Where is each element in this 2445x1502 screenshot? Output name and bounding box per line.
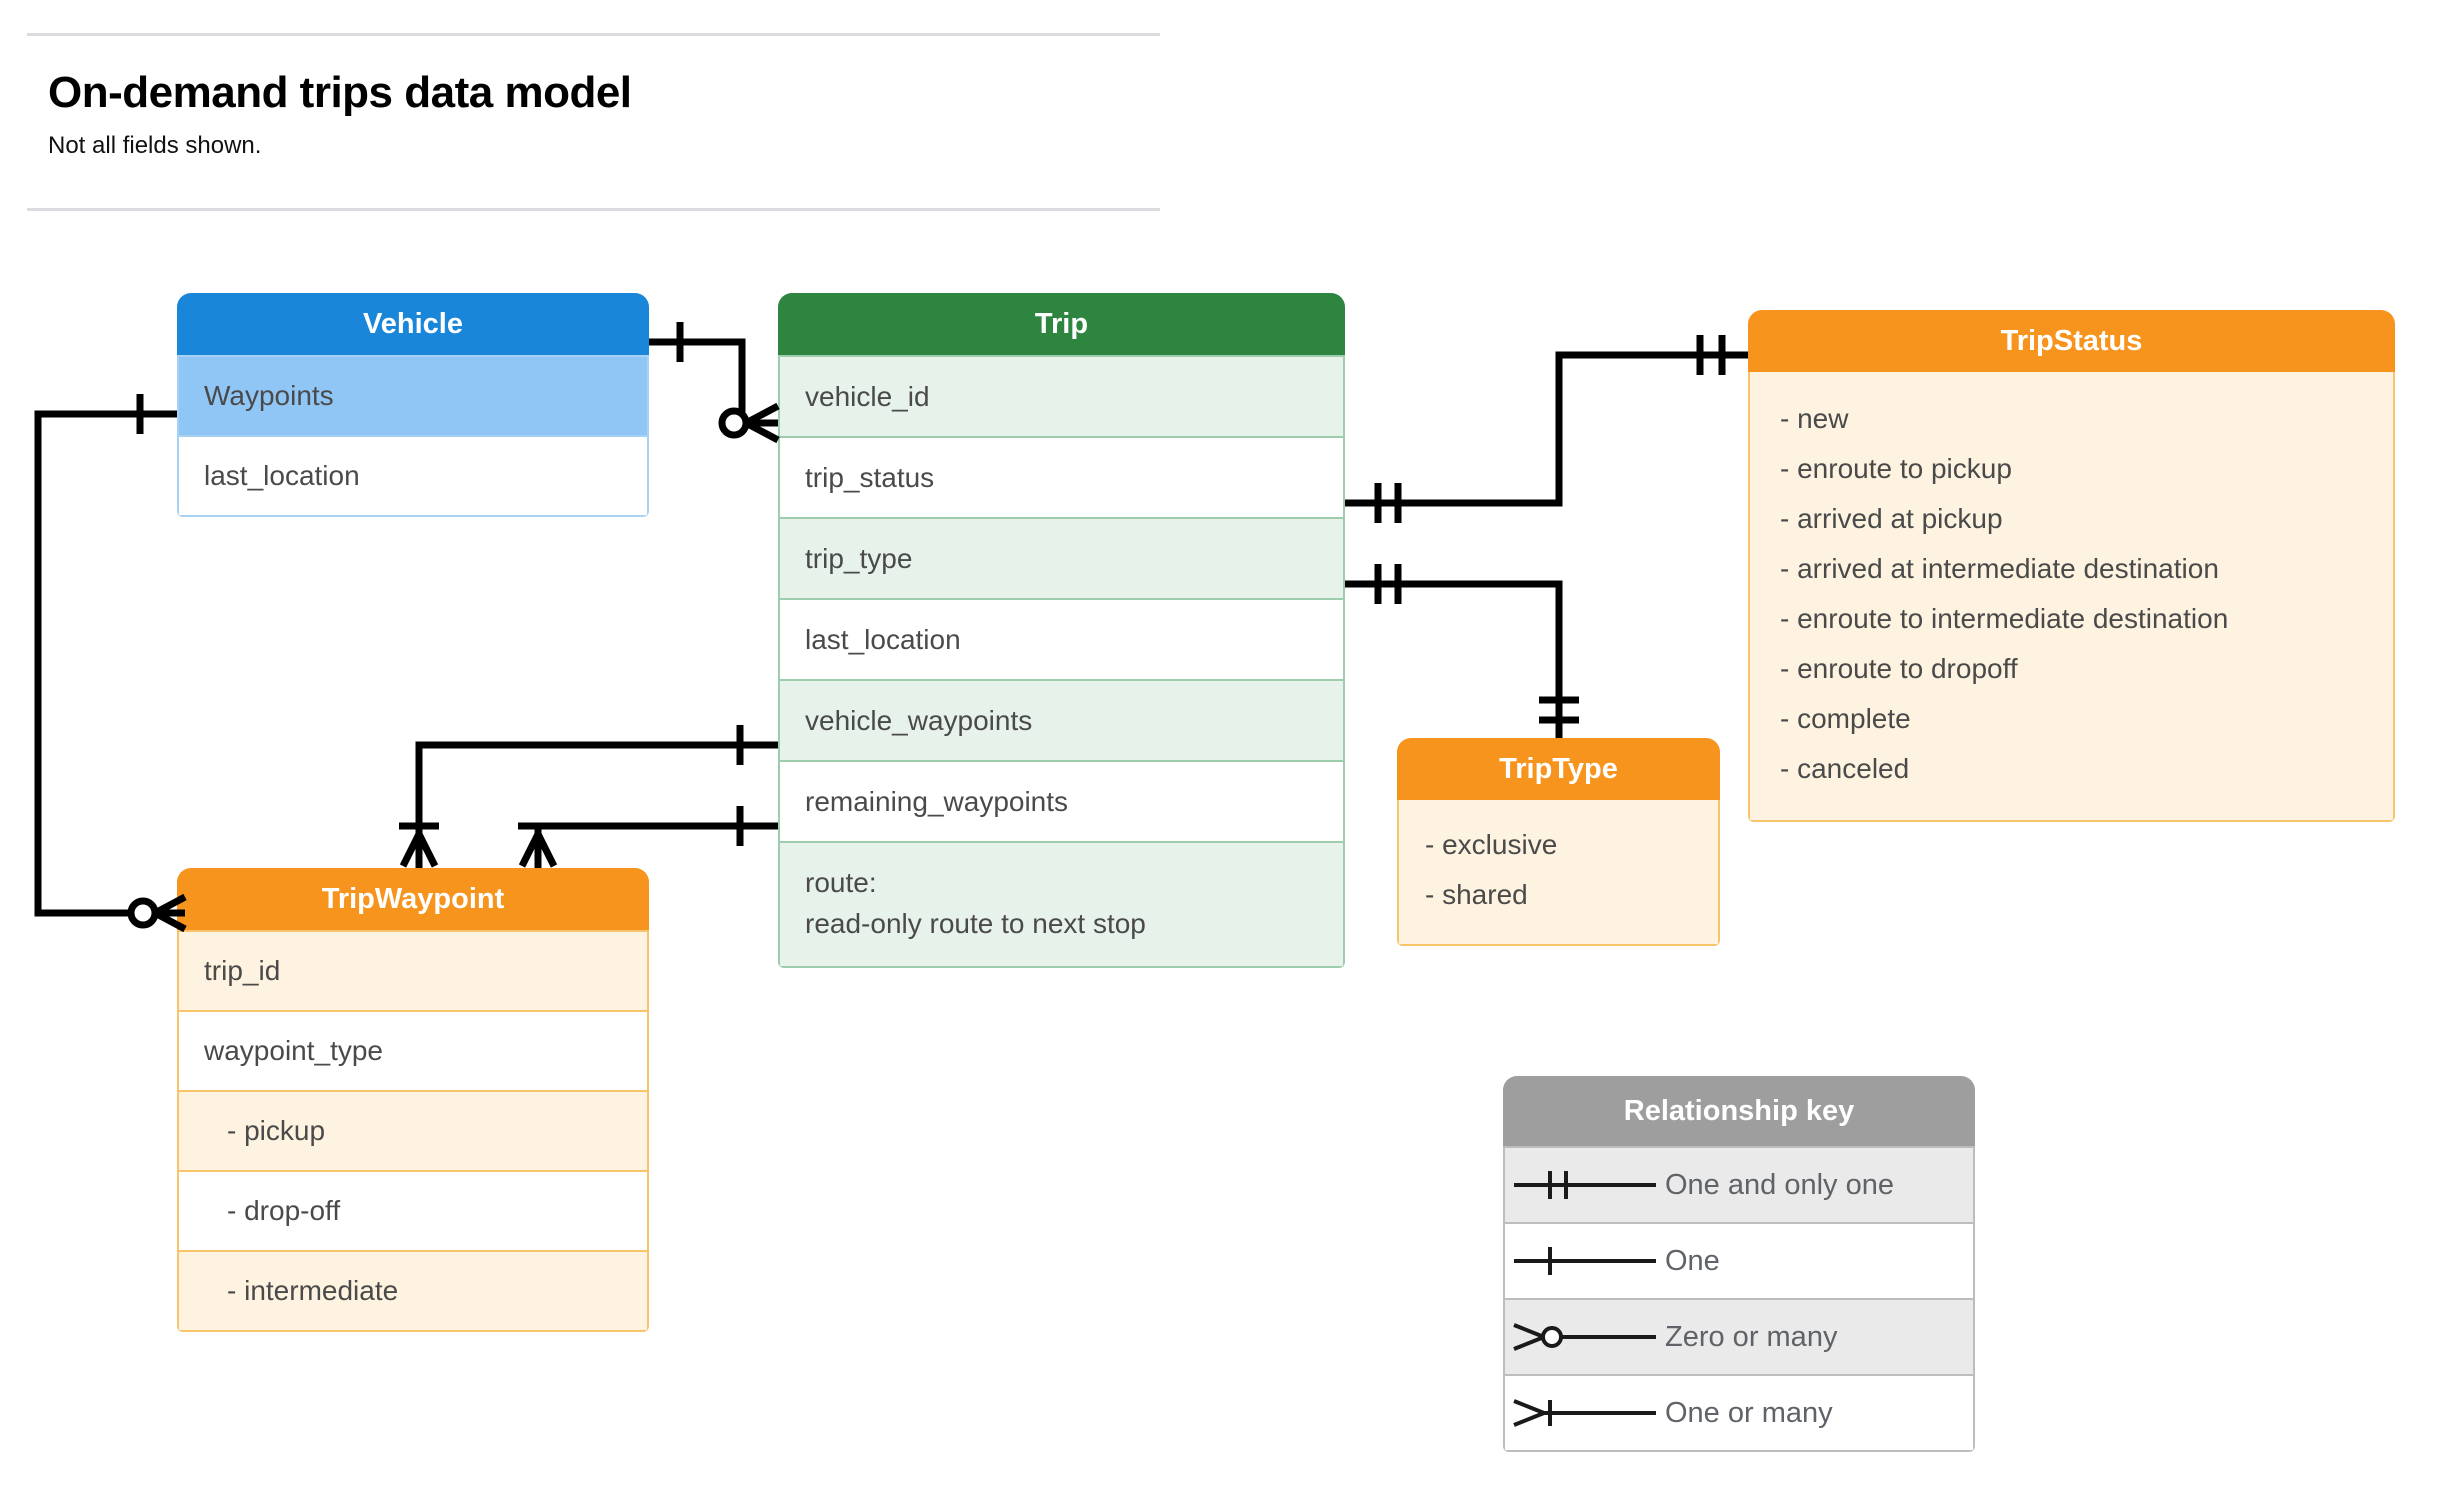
page-title: On-demand trips data model (48, 68, 632, 117)
field-label: waypoint_type (204, 1035, 384, 1066)
entity-tripwaypoint-body: trip_id waypoint_type - pickup - drop-of… (177, 930, 649, 1332)
field-label: trip_status (805, 461, 935, 493)
entity-tripstatus-body: - new - enroute to pickup - arrived at p… (1748, 372, 2395, 822)
entity-vehicle: Vehicle Waypoints last_location (177, 293, 649, 517)
header-divider-top (27, 33, 1160, 36)
one-and-only-one-icon (1505, 1165, 1665, 1205)
field-tripwaypoint-waypoint-type: waypoint_type (179, 1010, 647, 1090)
entity-vehicle-title: Vehicle (177, 293, 649, 355)
enum-tripstatus-arrived-at-pickup: - arrived at pickup (1780, 503, 2003, 534)
entity-triptype: TripType - exclusive - shared (1397, 738, 1720, 946)
enum-tripstatus-canceled: - canceled (1780, 753, 1910, 784)
entity-tripstatus: TripStatus - new - enroute to pickup - a… (1748, 310, 2395, 822)
legend-label: One and only one (1665, 1168, 1894, 1201)
field-vehicle-last-location: last_location (179, 435, 647, 515)
entity-triptype-title: TripType (1397, 738, 1720, 800)
field-trip-remaining-waypoints: remaining_waypoints (780, 760, 1343, 841)
field-label: vehicle_waypoints (805, 704, 1033, 736)
entity-trip: Trip vehicle_id trip_status trip_type la… (778, 293, 1345, 969)
enum-tripstatus-enroute-to-dropoff: - enroute to dropoff (1780, 653, 2018, 684)
field-label: last_location (204, 460, 360, 491)
entity-vehicle-body: Waypoints last_location (177, 355, 649, 517)
entity-tripwaypoint: TripWaypoint trip_id waypoint_type - pic… (177, 868, 649, 1332)
legend-row-zero-or-many: Zero or many (1505, 1298, 1973, 1374)
legend-row-one-or-many: One or many (1505, 1374, 1973, 1450)
field-label: vehicle_id (805, 380, 930, 412)
one-or-many-icon (1505, 1393, 1665, 1433)
page-subtitle: Not all fields shown. (48, 132, 262, 159)
field-label: last_location (805, 623, 961, 655)
field-label: trip_id (204, 955, 281, 986)
entity-trip-body: vehicle_id trip_status trip_type last_lo… (778, 355, 1345, 969)
header-divider-bottom (27, 208, 1160, 211)
legend-body: One and only one One (1503, 1146, 1975, 1452)
enum-label: - drop-off (227, 1195, 341, 1226)
field-trip-last-location: last_location (780, 598, 1343, 679)
field-label: route: (805, 867, 877, 898)
field-label: Waypoints (204, 380, 334, 411)
field-vehicle-waypoints: Waypoints (179, 355, 647, 435)
field-tripwaypoint-trip-id: trip_id (179, 930, 647, 1010)
enum-tripstatus-enroute-to-intermediate-destination: - enroute to intermediate destination (1780, 603, 2229, 634)
legend-title: Relationship key (1503, 1076, 1975, 1146)
enum-triptype-exclusive: - exclusive (1425, 829, 1558, 860)
field-trip-route: route: read-only route to next stop (780, 841, 1343, 967)
enum-waypoint-type-pickup: - pickup (179, 1090, 647, 1170)
enum-waypoint-type-intermediate: - intermediate (179, 1250, 647, 1330)
field-description: read-only route to next stop (805, 907, 1146, 939)
entity-triptype-body: - exclusive - shared (1397, 800, 1720, 946)
entity-trip-title: Trip (778, 293, 1345, 355)
connector-remaining-waypoints-to-tripwaypoint (518, 806, 778, 868)
legend-label: One or many (1665, 1396, 1833, 1429)
legend-row-one: One (1505, 1222, 1973, 1298)
legend-row-one-and-only-one: One and only one (1505, 1146, 1973, 1222)
field-label: trip_type (805, 542, 913, 574)
enum-label: - intermediate (227, 1275, 399, 1306)
enum-triptype-shared: - shared (1425, 879, 1528, 910)
enum-tripstatus-arrived-at-intermediate-destination: - arrived at intermediate destination (1780, 553, 2219, 584)
legend-label: Zero or many (1665, 1320, 1838, 1353)
legend-label: One (1665, 1244, 1720, 1277)
field-trip-vehicle-waypoints: vehicle_waypoints (780, 679, 1343, 760)
enum-tripstatus-complete: - complete (1780, 703, 1911, 734)
enum-tripstatus-enroute-to-pickup: - enroute to pickup (1780, 453, 2012, 484)
field-label: remaining_waypoints (805, 785, 1069, 817)
connector-vehicle-waypoints-field-to-tripwaypoint (399, 725, 778, 868)
entity-tripwaypoint-title: TripWaypoint (177, 868, 649, 930)
field-trip-vehicle-id: vehicle_id (780, 355, 1343, 436)
entity-tripstatus-title: TripStatus (1748, 310, 2395, 372)
field-trip-trip-status: trip_status (780, 436, 1343, 517)
one-icon (1505, 1241, 1665, 1281)
enum-tripstatus-new: - new (1780, 403, 1849, 434)
relationship-key-legend: Relationship key One and only one (1503, 1076, 1975, 1452)
zero-or-many-icon (1505, 1317, 1665, 1357)
connector-vehicle-waypoints-to-tripwaypoint (34, 394, 187, 933)
enum-label: - pickup (227, 1115, 326, 1146)
connector-trip-type-to-triptype (1345, 564, 1579, 738)
connector-trip-status-to-tripstatus (1345, 335, 1748, 523)
field-trip-trip-type: trip_type (780, 517, 1343, 598)
connector-vehicle-to-trip (649, 322, 780, 444)
enum-waypoint-type-dropoff: - drop-off (179, 1170, 647, 1250)
